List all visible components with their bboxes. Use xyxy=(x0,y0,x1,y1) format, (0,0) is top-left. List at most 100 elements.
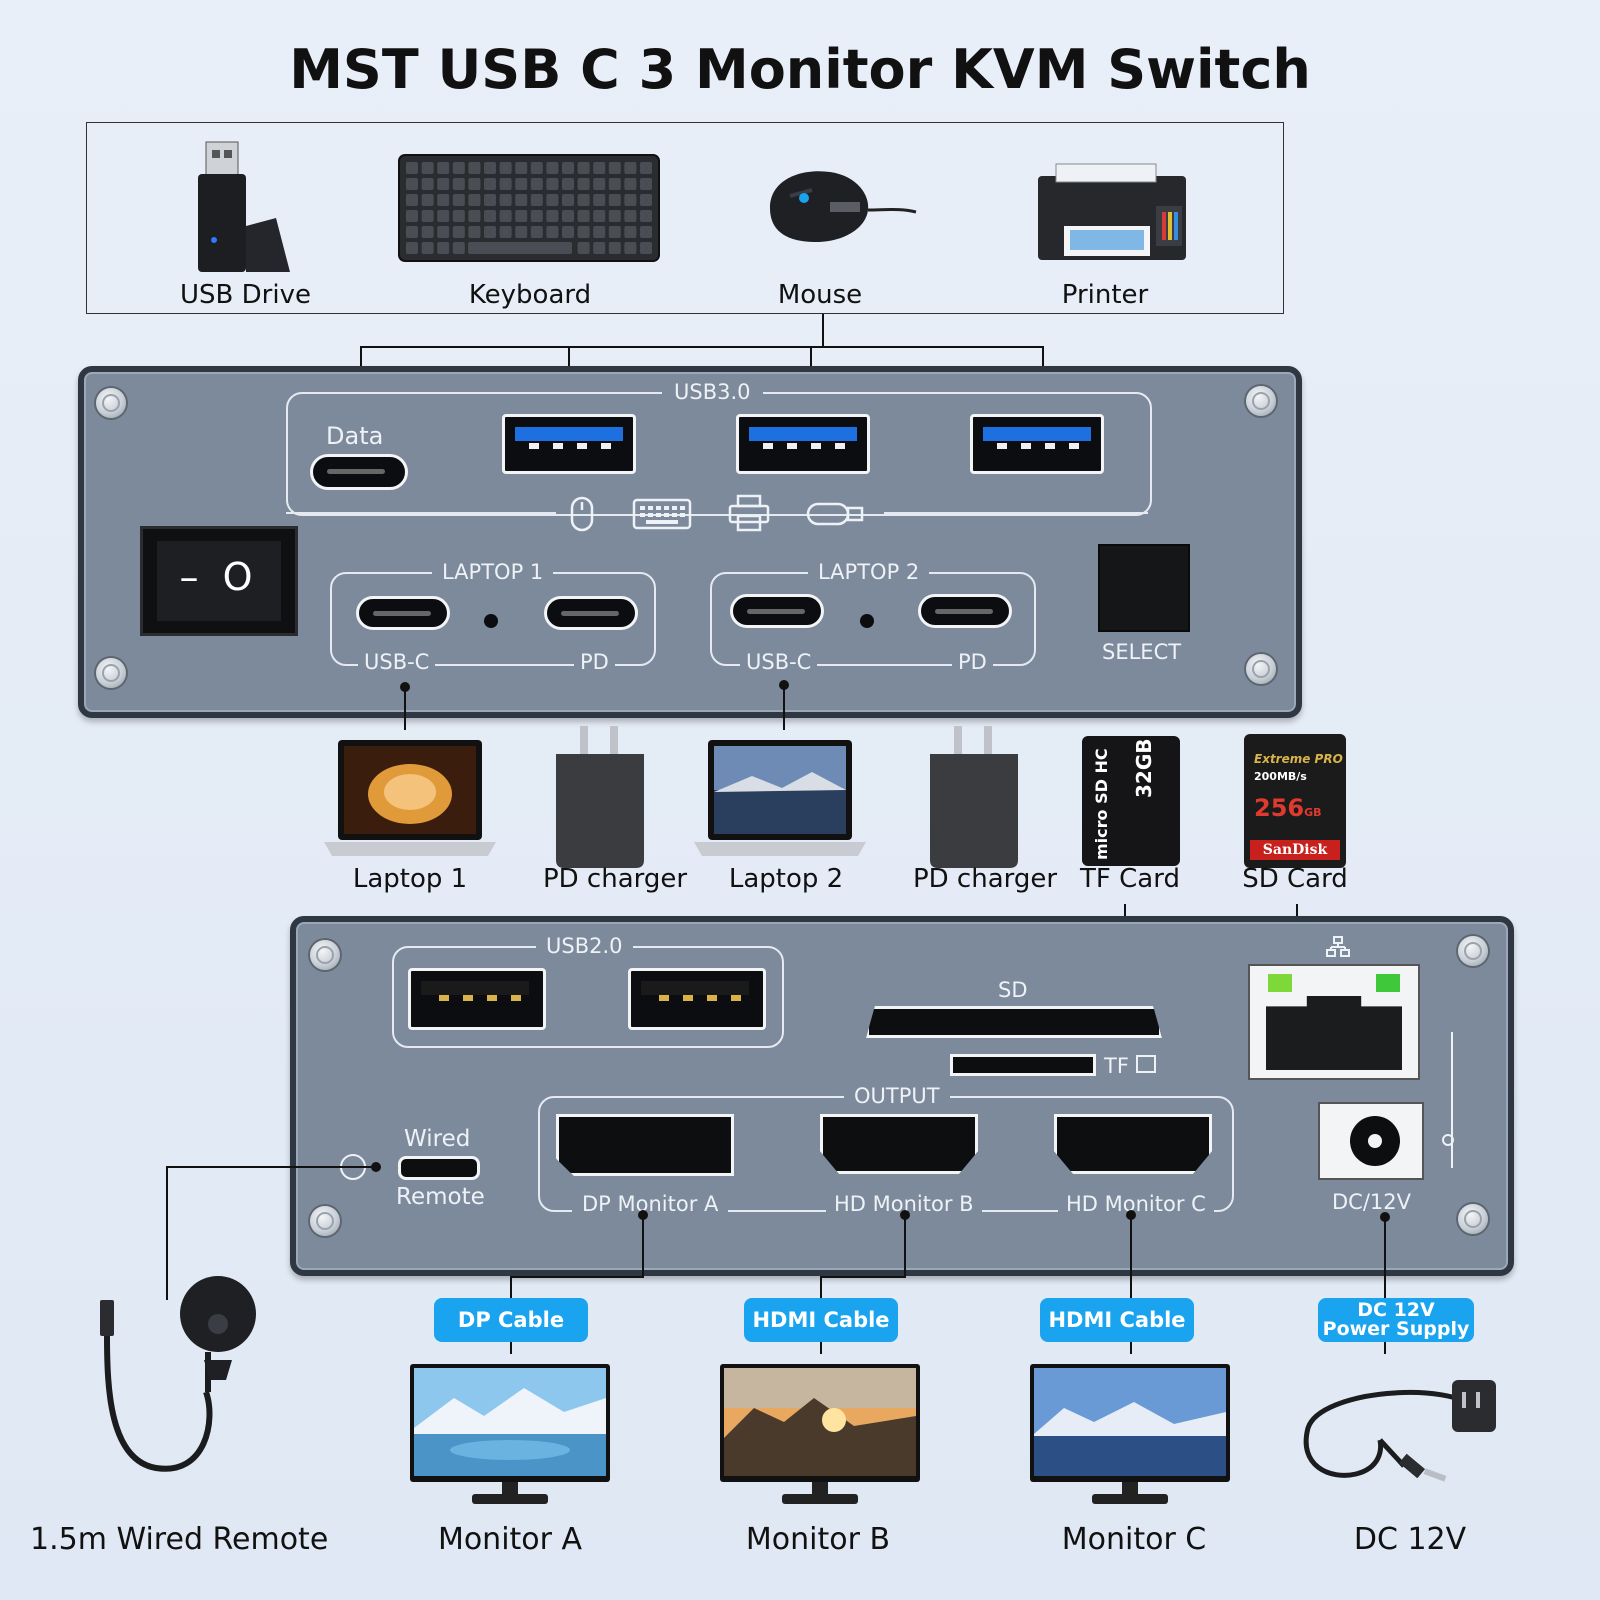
bottom-label-monitor-c: Monitor C xyxy=(1061,1522,1207,1557)
select-label: SELECT xyxy=(1102,640,1182,664)
connector-line xyxy=(822,314,824,346)
tf-slot-label-text: TF xyxy=(1104,1054,1129,1078)
connector-line xyxy=(1130,1342,1132,1354)
printer-icon xyxy=(1038,163,1186,260)
screw-icon xyxy=(1246,654,1276,684)
mouse-icon xyxy=(770,171,917,242)
select-button[interactable] xyxy=(1098,544,1190,632)
cable-badge-dp-text: DP Cable xyxy=(457,1307,565,1332)
wired-label: Wired xyxy=(404,1126,471,1152)
displayport-port[interactable] xyxy=(556,1114,734,1176)
pd-charger-icon xyxy=(556,726,644,868)
tf-card-slot[interactable] xyxy=(950,1054,1096,1076)
ethernet-led-left xyxy=(1268,974,1292,992)
power-switch-marking: – O xyxy=(179,555,259,599)
screw-icon xyxy=(310,940,340,970)
connector-line xyxy=(1384,1216,1386,1298)
usb20-port-2[interactable] xyxy=(628,968,766,1030)
dc-jack-pin xyxy=(1368,1134,1382,1148)
remote-label: Remote xyxy=(396,1184,485,1210)
cable-badge-hdmi-b: HDMI Cable xyxy=(744,1298,898,1342)
sd-card-brand: SanDisk xyxy=(1250,840,1340,860)
screw-icon xyxy=(96,388,126,418)
sd-card-line1: Extreme PRO xyxy=(1254,752,1343,766)
dp-monitor-a-label: DP Monitor A xyxy=(572,1192,729,1216)
usb20-port-1[interactable] xyxy=(408,968,546,1030)
ethernet-port[interactable] xyxy=(1248,964,1420,1080)
wired-remote-port[interactable] xyxy=(398,1156,480,1180)
laptop1-usbc-port[interactable] xyxy=(356,596,450,630)
device-label-pd-charger-1: PD charger xyxy=(542,864,688,894)
connector-line xyxy=(360,346,1044,348)
keyboard-icon xyxy=(398,154,660,262)
connector-line xyxy=(510,1276,644,1278)
connector-line xyxy=(904,1214,906,1278)
device-label-tf-card: TF Card xyxy=(1080,864,1180,894)
bottom-label-monitor-b: Monitor B xyxy=(745,1522,891,1557)
sd-card-line2: 200MB/s xyxy=(1254,770,1307,783)
peripheral-label-keyboard: Keyboard xyxy=(468,280,592,310)
usb-drive-port-icon xyxy=(806,502,864,526)
screw-icon xyxy=(310,1206,340,1236)
sd-card-capacity-value: 256 xyxy=(1254,794,1305,822)
divider-line xyxy=(286,512,556,514)
laptop-icon xyxy=(324,740,496,856)
connector-line xyxy=(783,684,785,730)
peripheral-label-printer: Printer xyxy=(1061,280,1149,310)
sd-card-slot[interactable] xyxy=(866,1006,1162,1038)
screw-icon xyxy=(1458,936,1488,966)
peripheral-label-mouse: Mouse xyxy=(777,280,863,310)
connector-line xyxy=(642,1214,644,1278)
screw-icon xyxy=(1458,1204,1488,1234)
tf-card-small-icon xyxy=(1135,1055,1156,1073)
cable-badge-dp: DP Cable xyxy=(434,1298,588,1342)
hdmi-port-b[interactable] xyxy=(820,1114,978,1174)
connector-line xyxy=(166,1166,376,1168)
tf-card-brand: micro SD HC xyxy=(1092,748,1111,860)
hdmi-port-c[interactable] xyxy=(1054,1114,1212,1174)
device-label-pd-charger-2: PD charger xyxy=(912,864,1058,894)
bottom-label-dc-12v: DC 12V xyxy=(1353,1522,1467,1557)
sd-card-icon: Extreme PRO 200MB/s 256GB SanDisk xyxy=(1244,734,1346,868)
dc-port-label: DC/12V xyxy=(1332,1190,1411,1214)
dc-power-jack[interactable] xyxy=(1318,1102,1424,1180)
dc-power-adapter-icon xyxy=(1303,1380,1496,1482)
sd-card-capacity-unit: GB xyxy=(1304,806,1322,819)
output-label: OUTPUT xyxy=(844,1084,950,1108)
power-switch-rocker xyxy=(157,541,281,621)
usb-drive-icon xyxy=(198,141,290,272)
bottom-label-wired-remote: 1.5m Wired Remote xyxy=(30,1522,329,1557)
connector-line xyxy=(820,1276,822,1298)
laptop1-usbc-label: USB-C xyxy=(358,650,436,674)
usb30-port-1[interactable] xyxy=(502,414,636,474)
usb30-port-3[interactable] xyxy=(970,414,1104,474)
tf-slot-label: TF xyxy=(1104,1054,1156,1078)
cable-badge-hdmi-c: HDMI Cable xyxy=(1040,1298,1194,1342)
laptop2-usbc-port[interactable] xyxy=(730,594,824,628)
usb30-port-2[interactable] xyxy=(736,414,870,474)
usb30-label: USB3.0 xyxy=(662,380,763,404)
connector-line xyxy=(510,1342,512,1354)
pd-charger-icon xyxy=(930,726,1018,868)
dc-polarity-icon xyxy=(1442,1032,1454,1168)
laptop2-pd-port[interactable] xyxy=(918,594,1012,628)
cable-badge-dc-line2: Power Supply xyxy=(1322,1318,1470,1340)
network-icon xyxy=(1326,936,1350,957)
keyboard-port-icon xyxy=(632,498,692,530)
power-switch[interactable]: – O xyxy=(140,526,298,636)
cable-badge-hdmi-b-text: HDMI Cable xyxy=(752,1307,890,1332)
screw-icon xyxy=(1246,386,1276,416)
connector-line xyxy=(510,1276,512,1298)
page-title: MST USB C 3 Monitor KVM Switch xyxy=(289,38,1311,101)
laptop1-pd-port[interactable] xyxy=(544,596,638,630)
led-indicator xyxy=(484,614,498,628)
wired-remote-icon xyxy=(100,1276,256,1472)
laptop2-label: LAPTOP 2 xyxy=(808,560,930,584)
device-label-laptop-1: Laptop 1 xyxy=(352,864,468,894)
ethernet-socket xyxy=(1266,996,1402,1070)
connector-line xyxy=(166,1166,168,1300)
peripherals-box xyxy=(86,122,1284,314)
usbc-data-port[interactable] xyxy=(310,454,408,490)
connector-line xyxy=(1130,1214,1132,1298)
connector-line xyxy=(1384,1342,1386,1354)
